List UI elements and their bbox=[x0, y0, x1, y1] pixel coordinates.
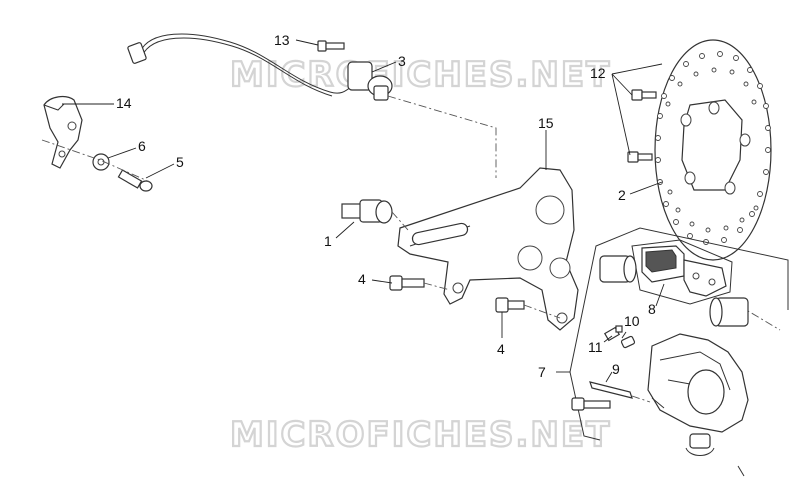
callout-12: 12 bbox=[590, 65, 606, 81]
bleed-cap-part-10 bbox=[620, 335, 636, 349]
pads-frame-part-8 bbox=[631, 239, 733, 305]
assembly-line-sensor bbox=[387, 95, 497, 178]
assembly-line-bushing bbox=[391, 211, 409, 231]
leader-lines bbox=[62, 39, 665, 383]
callout-7: 7 bbox=[538, 364, 546, 380]
bolt-part-4-left bbox=[389, 275, 425, 291]
assembly-line-bolt-right bbox=[523, 304, 561, 319]
caliper-piston-left bbox=[599, 255, 637, 283]
caliper-bracket-part-15 bbox=[397, 167, 579, 331]
callout-1: 1 bbox=[324, 233, 332, 249]
assembly-line-bolt-left bbox=[423, 282, 451, 291]
callout-8: 8 bbox=[648, 301, 656, 317]
disc-drill-holes bbox=[655, 51, 771, 245]
pin-part-5 bbox=[117, 169, 153, 192]
bleed-screw-part-11 bbox=[603, 325, 623, 342]
callout-4-right: 4 bbox=[497, 341, 505, 357]
callout-5: 5 bbox=[176, 154, 184, 170]
brake-pad-front bbox=[641, 245, 685, 283]
pad-pin-part-9 bbox=[589, 381, 651, 403]
disc-screws-part-12 bbox=[627, 89, 657, 163]
washer-part-6 bbox=[92, 153, 110, 171]
speed-sensor-part-3 bbox=[127, 33, 393, 101]
cable-clip-part-14 bbox=[43, 95, 83, 169]
caliper-bolt bbox=[571, 397, 611, 411]
callout-14: 14 bbox=[116, 95, 132, 111]
assembly-line-clip bbox=[41, 139, 151, 183]
screw-part-13 bbox=[317, 40, 345, 52]
callout-13: 13 bbox=[274, 32, 290, 48]
bolt-part-4-right bbox=[495, 297, 525, 313]
callout-15: 15 bbox=[538, 115, 554, 131]
brake-disc-part-2 bbox=[654, 39, 772, 261]
callout-11: 11 bbox=[588, 339, 603, 355]
callout-2: 2 bbox=[618, 187, 626, 203]
callout-4-left: 4 bbox=[358, 271, 366, 287]
watermark-top: MICROFICHES.NET bbox=[230, 55, 611, 95]
bushing-part-1 bbox=[341, 199, 393, 224]
watermark-bottom: MICROFICHES.NET bbox=[230, 415, 611, 455]
callout-3: 3 bbox=[398, 53, 406, 69]
brake-pad-rear bbox=[683, 259, 727, 297]
caliper-kit-frame-part-7 bbox=[569, 227, 789, 477]
caliper-body bbox=[647, 333, 749, 456]
callout-9: 9 bbox=[612, 361, 620, 377]
callout-10: 10 bbox=[624, 313, 640, 329]
caliper-piston-right bbox=[709, 297, 749, 327]
callout-6: 6 bbox=[138, 138, 146, 154]
